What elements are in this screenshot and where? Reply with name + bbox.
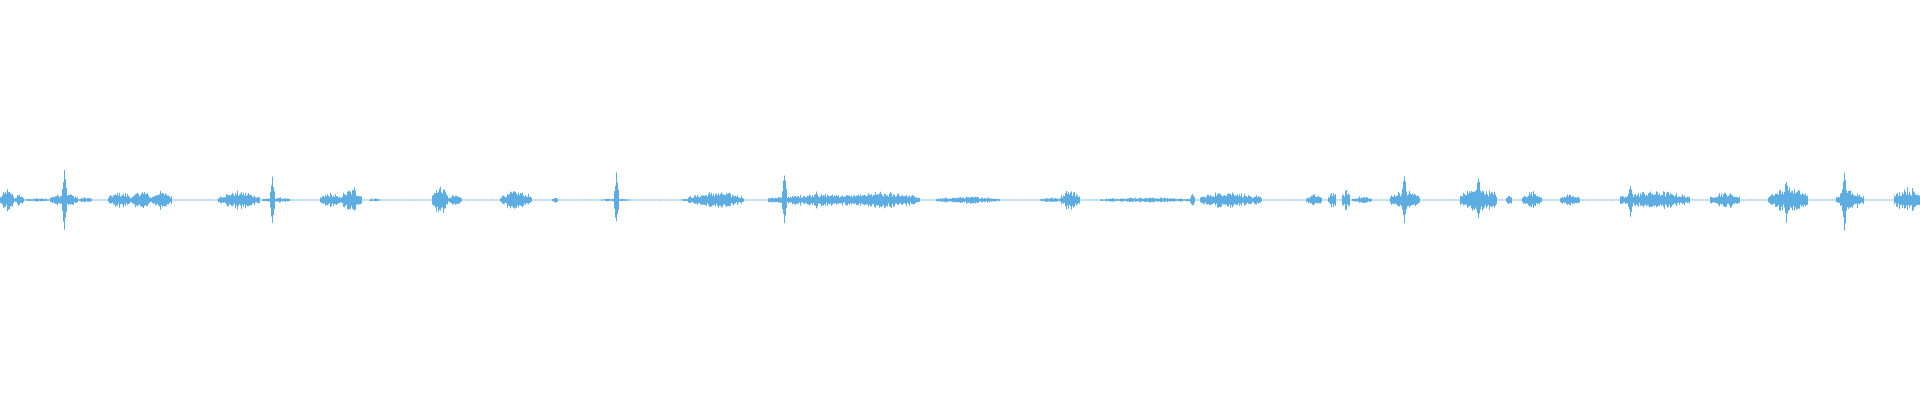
waveform-signal: [0, 170, 1920, 231]
